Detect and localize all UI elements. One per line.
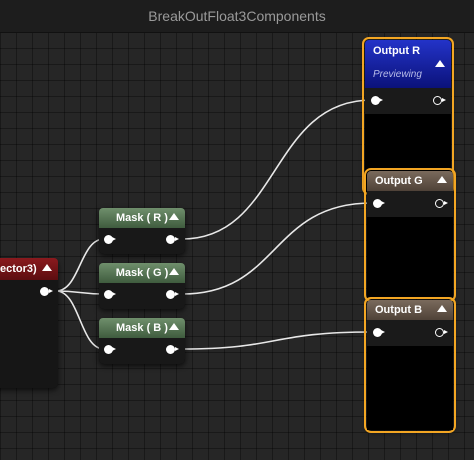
- input-pin-icon[interactable]: [373, 328, 385, 337]
- collapse-arrow-icon[interactable]: [169, 323, 179, 330]
- output-b-preview: [367, 346, 453, 430]
- input-pin-icon[interactable]: [104, 290, 116, 299]
- mask-b-title: Mask ( B ): [116, 322, 168, 334]
- mask-g-header[interactable]: Mask ( G ): [99, 263, 185, 283]
- output-b-header[interactable]: Output B: [367, 300, 453, 320]
- mask-r-node[interactable]: Mask ( R ): [99, 208, 185, 254]
- collapse-arrow-icon[interactable]: [169, 213, 179, 220]
- input-pin-icon[interactable]: [104, 235, 116, 244]
- append-node-body: [0, 280, 58, 388]
- output-r-header[interactable]: Output R Previewing: [365, 40, 451, 88]
- mask-g-node[interactable]: Mask ( G ): [99, 263, 185, 309]
- append-node-title: ector3): [0, 263, 37, 275]
- mask-b-node[interactable]: Mask ( B ): [99, 318, 185, 364]
- output-g-header[interactable]: Output G: [367, 171, 453, 191]
- mask-r-header[interactable]: Mask ( R ): [99, 208, 185, 228]
- wire-mask-b-to-output-b: [181, 331, 373, 350]
- output-b-title: Output B: [375, 304, 423, 316]
- input-pin-icon[interactable]: [373, 199, 385, 208]
- output-pin-icon[interactable]: [166, 345, 179, 354]
- output-pin-icon[interactable]: [166, 235, 179, 244]
- collapse-arrow-icon[interactable]: [437, 176, 447, 183]
- collapse-arrow-icon[interactable]: [42, 264, 52, 271]
- collapse-arrow-icon[interactable]: [435, 60, 445, 67]
- mask-r-title: Mask ( R ): [116, 212, 168, 224]
- wire-mask-g-to-output-g: [181, 202, 373, 295]
- wire-append-to-mask-b: [55, 290, 105, 350]
- output-r-status: Previewing: [373, 69, 422, 80]
- mask-b-header[interactable]: Mask ( B ): [99, 318, 185, 338]
- graph-title-bar: BreakOutFloat3Components: [0, 0, 474, 33]
- output-r-node[interactable]: Output R Previewing: [362, 37, 454, 195]
- mask-g-title: Mask ( G ): [115, 267, 169, 279]
- output-g-title: Output G: [375, 175, 423, 187]
- wire-append-to-mask-r: [55, 238, 105, 292]
- output-b-node[interactable]: Output B: [364, 297, 456, 433]
- wire-mask-r-to-output-r: [181, 99, 373, 240]
- wire-append-to-mask-g: [55, 290, 105, 295]
- collapse-arrow-icon[interactable]: [437, 305, 447, 312]
- output-pin-icon[interactable]: [435, 328, 448, 337]
- graph-title: BreakOutFloat3Components: [148, 8, 326, 24]
- append-vector-node[interactable]: ector3): [0, 258, 58, 388]
- input-pin-icon[interactable]: [104, 345, 116, 354]
- collapse-arrow-icon[interactable]: [169, 268, 179, 275]
- output-pin-icon[interactable]: [435, 199, 448, 208]
- output-pin-icon[interactable]: [433, 96, 446, 105]
- output-pin-icon[interactable]: [40, 287, 53, 296]
- append-node-header[interactable]: ector3): [0, 258, 58, 280]
- output-r-title: Output R: [373, 45, 421, 57]
- input-pin-icon[interactable]: [371, 96, 383, 105]
- output-pin-icon[interactable]: [166, 290, 179, 299]
- output-g-node[interactable]: Output G: [364, 168, 456, 302]
- output-g-preview: [367, 217, 453, 299]
